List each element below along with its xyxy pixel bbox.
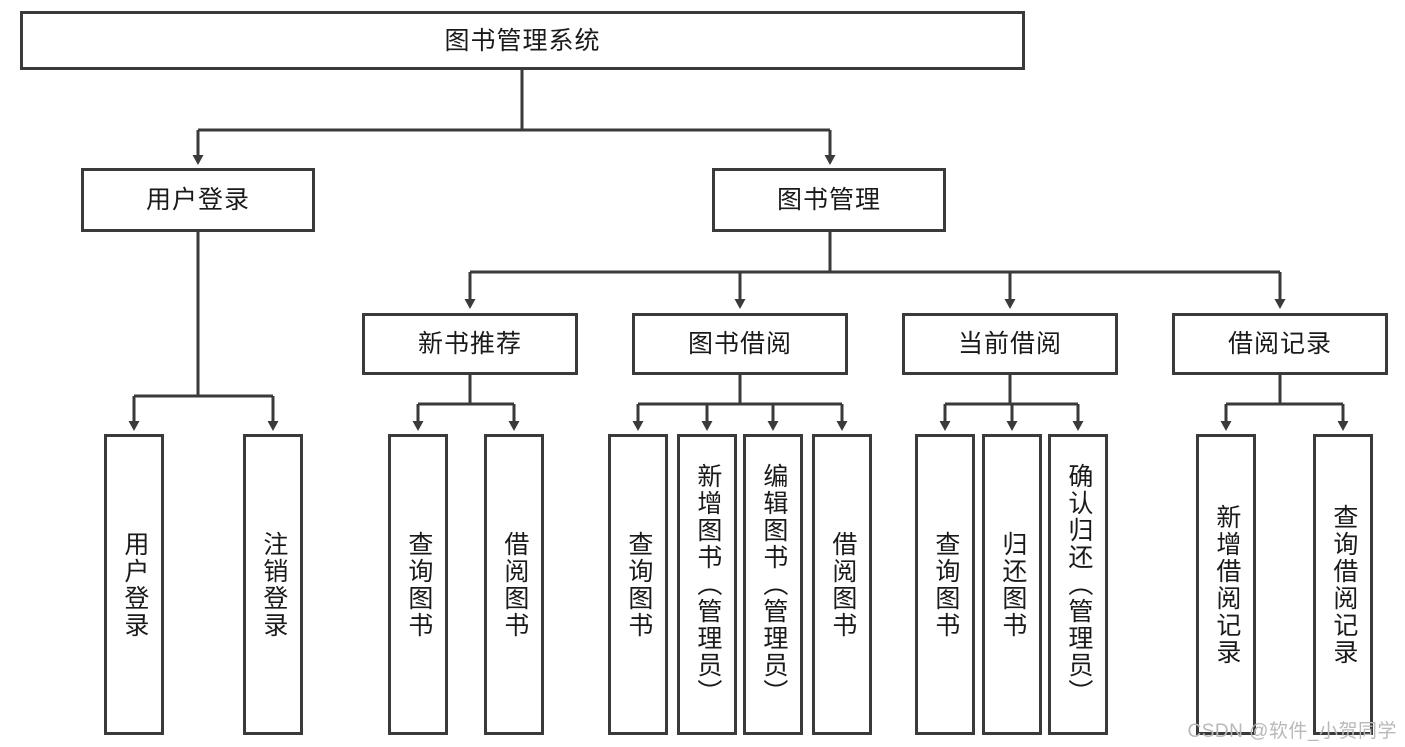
- node-level2-1[interactable]: 图书管理: [712, 168, 946, 232]
- node-label: 新增图书（管理员）: [693, 463, 722, 706]
- node-level2-0[interactable]: 用户登录: [81, 168, 315, 232]
- node-leaf-7[interactable]: 借阅图书: [812, 434, 872, 735]
- node-leaf-8[interactable]: 查询图书: [915, 434, 975, 735]
- node-leaf-10[interactable]: 确认归还（管理员）: [1048, 434, 1108, 735]
- node-level3-3[interactable]: 借阅记录: [1172, 313, 1388, 375]
- node-leaf-12[interactable]: 查询借阅记录: [1313, 434, 1373, 735]
- node-label: 查询借阅记录: [1329, 503, 1358, 666]
- node-leaf-3[interactable]: 借阅图书: [484, 434, 544, 735]
- node-leaf-1[interactable]: 注销登录: [243, 434, 303, 735]
- node-label: 图书借阅: [687, 330, 792, 358]
- node-label: 查询图书: [931, 530, 960, 639]
- node-leaf-9[interactable]: 归还图书: [982, 434, 1042, 735]
- node-label: 新增借阅记录: [1212, 503, 1241, 666]
- node-leaf-11[interactable]: 新增借阅记录: [1196, 434, 1256, 735]
- node-label: 图书管理系统: [444, 26, 601, 55]
- node-leaf-2[interactable]: 查询图书: [388, 434, 448, 735]
- node-label: 查询图书: [624, 530, 653, 639]
- node-label: 借阅图书: [828, 530, 857, 639]
- node-level3-1[interactable]: 图书借阅: [632, 313, 848, 375]
- node-label: 借阅记录: [1227, 330, 1332, 358]
- node-leaf-4[interactable]: 查询图书: [608, 434, 668, 735]
- node-label: 确认归还（管理员）: [1064, 463, 1093, 706]
- node-level3-2[interactable]: 当前借阅: [902, 313, 1118, 375]
- node-root[interactable]: 图书管理系统: [20, 11, 1025, 70]
- node-label: 借阅图书: [500, 530, 529, 639]
- node-leaf-0[interactable]: 用户登录: [104, 434, 164, 735]
- node-label: 编辑图书（管理员）: [759, 463, 788, 706]
- node-label: 图书管理: [776, 186, 881, 214]
- node-label: 用户登录: [120, 530, 149, 639]
- node-label: 当前借阅: [957, 330, 1062, 358]
- node-label: 注销登录: [259, 530, 288, 639]
- watermark-text: CSDN @软件_小贺同学: [1187, 721, 1397, 742]
- node-leaf-5[interactable]: 新增图书（管理员）: [677, 434, 737, 735]
- node-label: 归还图书: [998, 530, 1027, 639]
- node-label: 查询图书: [404, 530, 433, 639]
- node-label: 新书推荐: [417, 330, 522, 358]
- node-leaf-6[interactable]: 编辑图书（管理员）: [743, 434, 803, 735]
- node-label: 用户登录: [145, 186, 250, 214]
- node-level3-0[interactable]: 新书推荐: [362, 313, 578, 375]
